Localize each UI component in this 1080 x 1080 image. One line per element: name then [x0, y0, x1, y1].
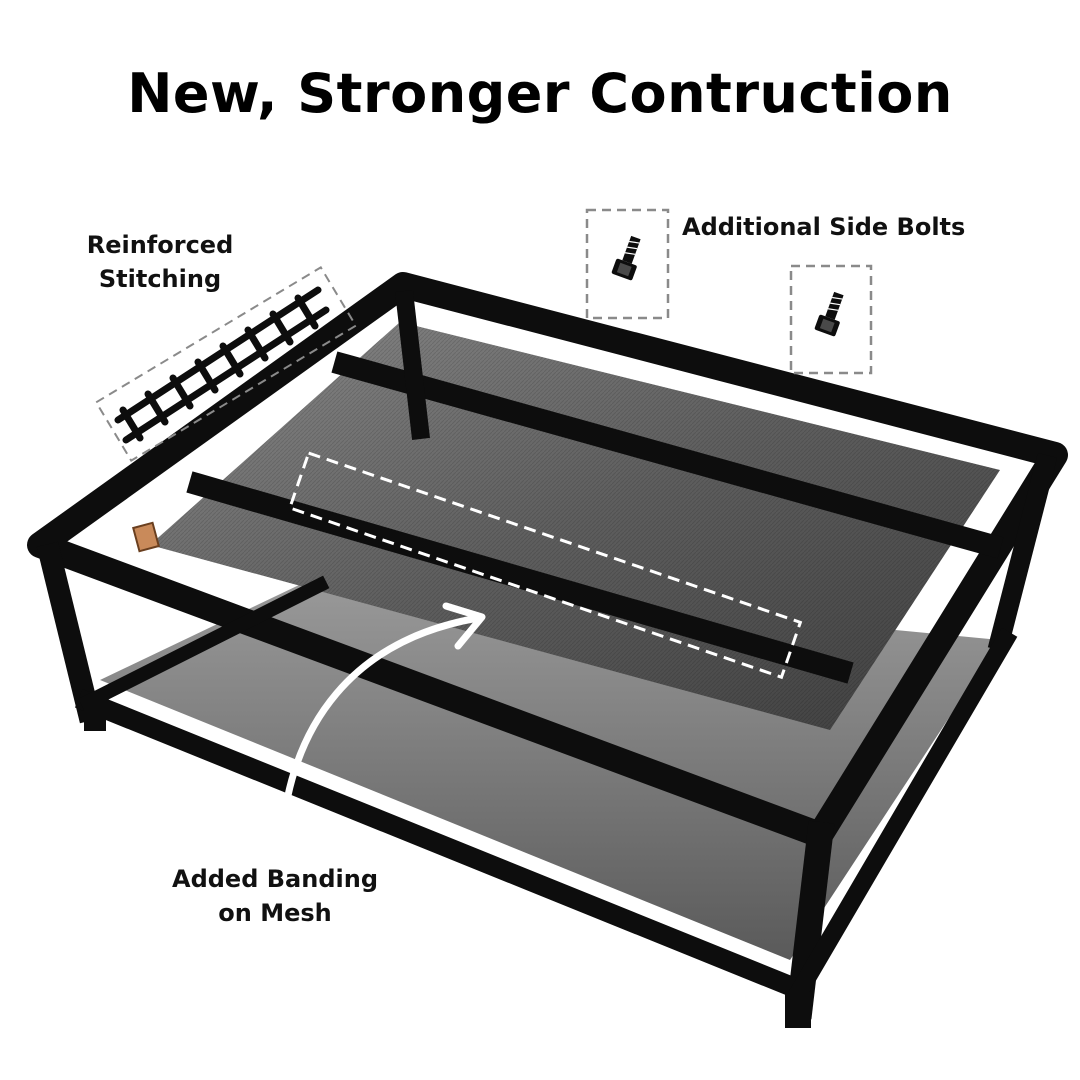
stitching-callout-line1: Reinforced — [86, 231, 234, 259]
bolts-callout: Additional Side Bolts — [682, 210, 982, 244]
banding-callout-line2: on Mesh — [218, 899, 332, 927]
stitching-callout-line2: Stitching — [98, 265, 222, 293]
bolt-icon — [611, 235, 641, 281]
headline: New, Stronger Contruction — [127, 62, 953, 125]
corner-tag — [132, 521, 160, 553]
stitching-icon — [114, 286, 330, 444]
mesh-bed — [150, 322, 1000, 730]
arrow-icon — [278, 602, 486, 839]
banding-callout-line1: Added Banding — [172, 865, 378, 893]
frame — [27, 272, 1068, 1028]
banding-highlight-box — [287, 451, 803, 680]
bolts-callout-text: Additional Side Bolts — [682, 213, 966, 241]
bolt-box-2 — [789, 264, 873, 375]
bolt-icon — [814, 291, 844, 337]
banding-callout: Added Banding on Mesh — [150, 862, 400, 930]
bolt-box-1 — [585, 208, 670, 320]
stitching-callout: Reinforced Stitching — [70, 228, 250, 296]
